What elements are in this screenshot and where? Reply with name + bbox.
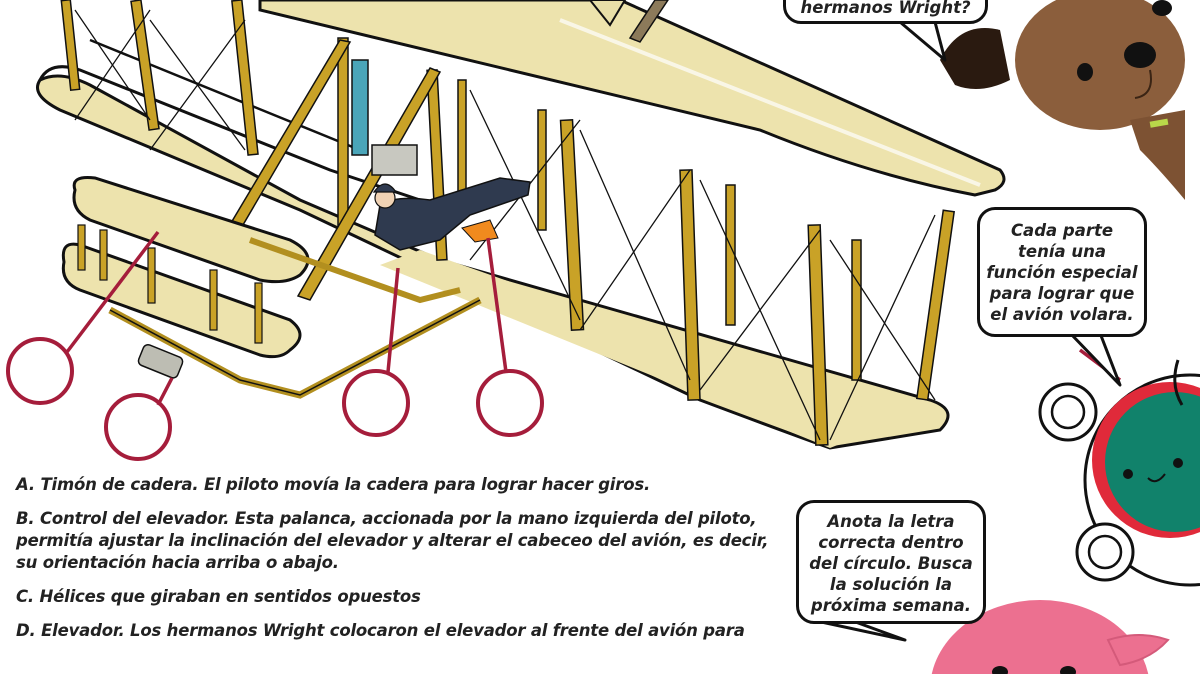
teddy-bear [940, 0, 1185, 200]
wing-struts [60, 0, 956, 446]
answer-circle-1[interactable] [6, 337, 74, 405]
engine-block [371, 144, 418, 176]
caption-list: A. Timón de cadera. El piloto movía la c… [16, 474, 776, 654]
speech-bubble-middle: Cada parte tenía una función especial pa… [977, 207, 1147, 337]
green-character [1038, 359, 1200, 587]
answer-circle-2[interactable] [104, 393, 172, 461]
lower-wing [36, 74, 950, 450]
speech-bubble-bottom-text: Anota la letra correcta dentro del círcu… [809, 512, 973, 615]
pink-character [931, 600, 1170, 674]
speech-bubble-bottom: Anota la letra correcta dentro del círcu… [796, 500, 986, 624]
caption-b: B. Control del elevador. Esta palanca, a… [16, 509, 769, 572]
answer-circle-4[interactable] [476, 369, 544, 437]
speech-bubble-middle-text: Cada parte tenía una función especial pa… [986, 221, 1138, 324]
caption-c: C. Hélices que giraban en sentidos opues… [16, 587, 421, 606]
front-elevator [61, 176, 310, 359]
pilot [372, 177, 531, 251]
caption-d: D. Elevador. Los hermanos Wright colocar… [16, 621, 745, 640]
upper-wing [258, 0, 1006, 197]
speech-bubble-top-text: hermanos Wright? [800, 0, 971, 17]
skid-cylinder [137, 343, 184, 379]
engine-part [351, 59, 369, 156]
bracing-wires [74, 9, 936, 441]
caption-a: A. Timón de cadera. El piloto movía la c… [16, 475, 651, 494]
answer-circle-3[interactable] [342, 369, 410, 437]
speech-bubble-top: hermanos Wright? [783, 0, 988, 24]
